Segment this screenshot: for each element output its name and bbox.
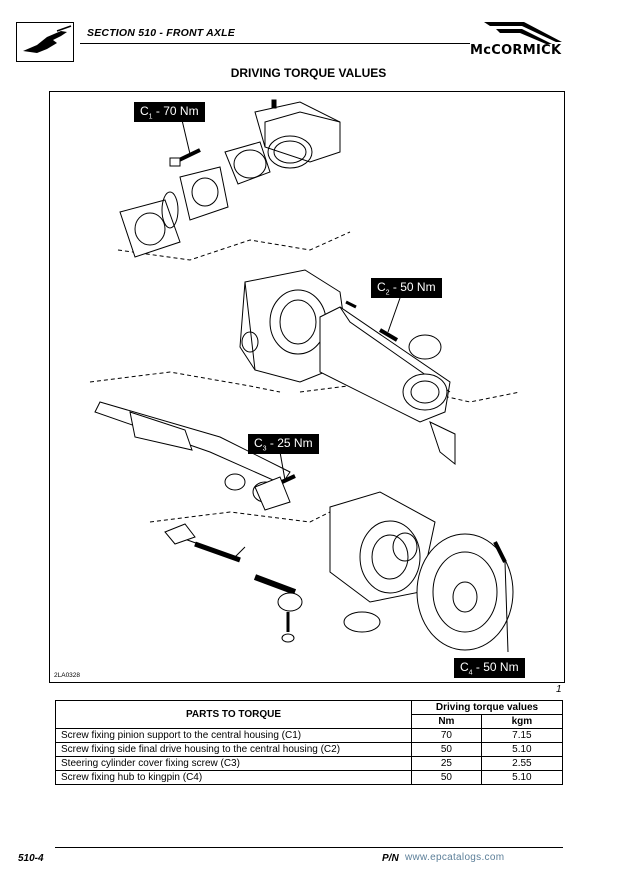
nm-cell: 50 xyxy=(411,770,482,785)
figure-code: 2LA0328 xyxy=(54,672,81,679)
table-row: Screw fixing side final drive housing to… xyxy=(55,742,564,757)
kgm-cell: 5.10 xyxy=(480,742,564,757)
torque-group-header: Driving torque values xyxy=(411,700,563,715)
table-header-row: PARTS TO TORQUE Driving torque values xyxy=(55,700,563,729)
kgm-cell: 7.15 xyxy=(480,728,564,743)
table-row: Steering cylinder cover fixing screw (C3… xyxy=(55,756,564,771)
footer-page-number: 510-4 xyxy=(18,853,44,864)
kgm-cell: 2.55 xyxy=(480,756,564,771)
unit-kgm-header: kgm xyxy=(480,714,564,729)
torque-table: PARTS TO TORQUE Driving torque values Nm… xyxy=(55,700,564,785)
part-cell: Screw fixing side final drive housing to… xyxy=(55,742,412,757)
footer-divider xyxy=(55,847,563,848)
header-divider xyxy=(80,43,470,44)
footer-watermark-link[interactable]: www.epcatalogs.com xyxy=(405,852,505,863)
hand-pointer-icon xyxy=(16,22,74,62)
table-row: Screw fixing hub to kingpin (C4) 50 5.10 xyxy=(55,770,564,785)
page-title: DRIVING TORQUE VALUES xyxy=(230,66,387,80)
nm-cell: 25 xyxy=(411,756,482,771)
table-row: Screw fixing pinion support to the centr… xyxy=(55,728,564,743)
callout-c4: C4 - 50 Nm xyxy=(454,658,525,679)
brand-name: McCORMICK xyxy=(470,43,562,58)
callout-c2: C2 - 50 Nm xyxy=(371,278,442,299)
part-cell: Screw fixing pinion support to the centr… xyxy=(55,728,412,743)
part-cell: Steering cylinder cover fixing screw (C3… xyxy=(55,756,412,771)
kgm-cell: 5.10 xyxy=(480,770,564,785)
callout-c1: C1 - 70 Nm xyxy=(134,102,205,123)
nm-cell: 50 xyxy=(411,742,482,757)
figure-number: 1 xyxy=(556,684,562,695)
footer-pn-label: P/N xyxy=(382,853,399,864)
part-cell: Screw fixing hub to kingpin (C4) xyxy=(55,770,412,785)
unit-nm-header: Nm xyxy=(411,714,482,729)
axle-exploded-drawing xyxy=(89,99,521,653)
brand-swoosh-icon xyxy=(478,20,568,46)
exploded-view-figure: C1 - 70 Nm C2 - 50 Nm C3 - 25 Nm C4 - 50… xyxy=(49,91,565,683)
callout-c3: C3 - 25 Nm xyxy=(248,434,319,455)
section-title: SECTION 510 - FRONT AXLE xyxy=(87,27,235,39)
parts-header: PARTS TO TORQUE xyxy=(55,700,412,729)
nm-cell: 70 xyxy=(411,728,482,743)
